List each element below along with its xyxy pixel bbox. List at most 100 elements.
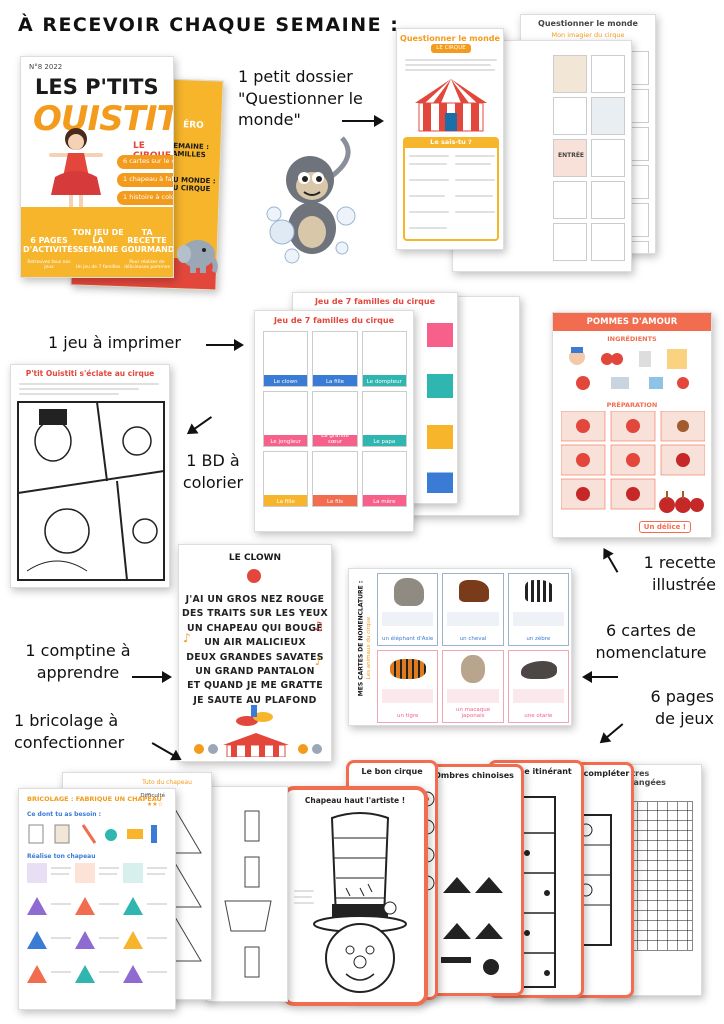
steps-illustrations <box>27 863 169 1003</box>
family-card: Le clown <box>263 331 309 387</box>
card-color-bar <box>382 689 434 703</box>
family-card: La mère <box>361 451 407 507</box>
animal-card: un macaque japonais <box>442 650 504 723</box>
cover-feature-title-1: 6 PAGES D'ACTIVITÉS <box>23 236 79 255</box>
family-card-label: Le jongleur <box>270 439 301 445</box>
cover-bottom-band <box>21 207 173 277</box>
text-line <box>455 179 495 181</box>
imagier-cell: ENTRÉE <box>553 139 587 177</box>
letters-grid <box>627 801 693 951</box>
text-line <box>455 195 493 197</box>
imagier-cell <box>553 223 587 261</box>
macaque-icon <box>461 655 486 683</box>
text-line <box>455 155 495 157</box>
comptine-bottom-tent <box>179 731 331 758</box>
bricolage-difficulty: Difficulté <box>140 793 165 799</box>
comptine-poem: J'AI UN GROS NEZ ROUGE DES TRAITS SUR LE… <box>179 593 331 708</box>
apples-illustration <box>657 489 705 515</box>
animal-name: un éléphant d'Asie <box>382 636 434 642</box>
animal-card: une otarie <box>507 650 569 723</box>
cover-back-text-1: ÉRO <box>182 120 204 131</box>
bd-title: P'tit Ouistiti s'éclate au cirque <box>25 369 155 378</box>
magazine-cover: N°8 2022 LES P'TITS OUISTITIS LE CIRQUE … <box>20 56 174 278</box>
jeux-page-2-title: Le bon cirque <box>361 767 423 776</box>
bricolage-back-2 <box>206 786 288 1002</box>
label-bricolage: 1 bricolage à confectionner <box>14 711 125 752</box>
jeux-page-1: Chapeau haut l'artiste ! <box>282 786 428 1006</box>
dossier-back-title: Questionner le monde <box>538 19 638 28</box>
imagier-grid-2: ENTRÉE <box>553 55 625 261</box>
dossier-tag: LE CIRQUE <box>431 44 471 53</box>
text-line <box>455 211 495 213</box>
bd-page: P'tit Ouistiti s'éclate au cirque <box>10 364 170 588</box>
card-color-bar <box>382 612 434 626</box>
arrow-bricolage <box>151 742 181 760</box>
imagier-cell <box>553 181 587 219</box>
arrow-bd <box>187 416 213 434</box>
text-line <box>409 211 449 213</box>
imagier-cell <box>591 181 625 219</box>
text-line <box>455 163 491 165</box>
arrow-recette <box>603 549 619 573</box>
cover-title-line1: LES P'TITS <box>35 75 159 99</box>
bricolage-front: BRICOLAGE : FABRIQUE UN CHAPEAU Difficul… <box>18 788 176 1010</box>
label-dossier: 1 petit dossier "Questionner le monde" <box>238 67 363 130</box>
dossier-title: Questionner le monde <box>400 34 500 43</box>
monkey-mascot <box>262 136 362 266</box>
poem-line-3: UN CHAPEAU QUI BOUGE <box>187 622 323 634</box>
ingredients-title: INGRÉDIENTS <box>607 335 657 343</box>
nomenclature-grid: un éléphant d'Asie un cheval un zèbre un… <box>377 573 569 723</box>
label-jeu: 1 jeu à imprimer <box>48 333 181 352</box>
materials-icons <box>27 821 169 849</box>
arrow-jeu <box>206 339 244 351</box>
preparation-steps <box>560 410 706 511</box>
family-card-label: La fille <box>325 379 345 385</box>
horse-icon <box>459 580 490 602</box>
animal-name: un macaque japonais <box>455 707 491 719</box>
cover-bubble-1: 6 cartes sur le cirque <box>117 155 173 169</box>
difficulty-stars: ★★☆ <box>146 801 163 808</box>
preparation-title: PRÉPARATION <box>606 401 658 409</box>
arrow-comptine <box>132 671 172 683</box>
entree-sign: ENTRÉE <box>558 152 585 159</box>
text-line <box>409 227 447 229</box>
cover-feature-sub-1: Retrouvez tous nos jeux <box>27 260 71 271</box>
bricolage-back-title: Tuto du chapeau <box>142 779 192 786</box>
text-line <box>294 890 314 892</box>
arrow-pages <box>600 723 624 743</box>
label-pages: 6 pages de jeux <box>650 687 714 728</box>
family-card-label: Le fils <box>327 499 343 505</box>
imagier-cell <box>591 55 625 93</box>
text-line <box>409 163 447 165</box>
poem-line-6: UN GRAND PANTALON <box>195 666 315 678</box>
card-color-bar <box>512 612 564 626</box>
cover-back-text-2: SEMAINE : FAMILLES <box>167 141 210 160</box>
comptine-page: LE CLOWN J'AI UN GROS NEZ ROUGE DES TRAI… <box>178 544 332 762</box>
family-cards-grid: Le clown La fille Le dompteur Le jongleu… <box>263 331 407 507</box>
text-line <box>409 179 449 181</box>
animal-name: un tigre <box>396 713 419 719</box>
jeu-back-bands <box>427 323 453 493</box>
cover-feature-sub-2: Un jeu de 7 familles <box>75 265 121 271</box>
sea-lion-icon <box>520 661 557 679</box>
dossier-tent-illustration <box>411 77 491 133</box>
elephant-icon <box>394 578 424 606</box>
animal-card: un zèbre <box>507 573 569 646</box>
bricolage-section2: Réalise ton chapeau <box>27 853 96 860</box>
cartes-page: MES CARTES DE NOMENCLATURE : Les animaux… <box>348 568 572 726</box>
recette-end: Un délice ! <box>638 521 691 533</box>
imagier-cell <box>553 55 587 93</box>
poem-line-4: UN AIR MALICIEUX <box>204 637 306 649</box>
bricolage-section1: Ce dont tu as besoin : <box>27 811 102 818</box>
page-header: À RECEVOIR CHAQUE SEMAINE : <box>18 14 400 36</box>
did-you-know-title: Le sais-tu ? <box>405 138 497 148</box>
recette-page: POMMES D'AMOUR INGRÉDIENTS PRÉPARATION <box>552 312 712 538</box>
text-line <box>19 393 119 395</box>
cartes-side-strip: MES CARTES DE NOMENCLATURE : Les animaux… <box>349 569 375 725</box>
family-card-label: La fille <box>276 499 295 505</box>
text-line <box>409 195 445 197</box>
text-line <box>405 69 495 71</box>
family-card: Le papa <box>361 391 407 447</box>
family-card: La grande sœur <box>312 391 358 447</box>
cartes-side-subtitle: Les animaux du cirque <box>366 616 372 680</box>
